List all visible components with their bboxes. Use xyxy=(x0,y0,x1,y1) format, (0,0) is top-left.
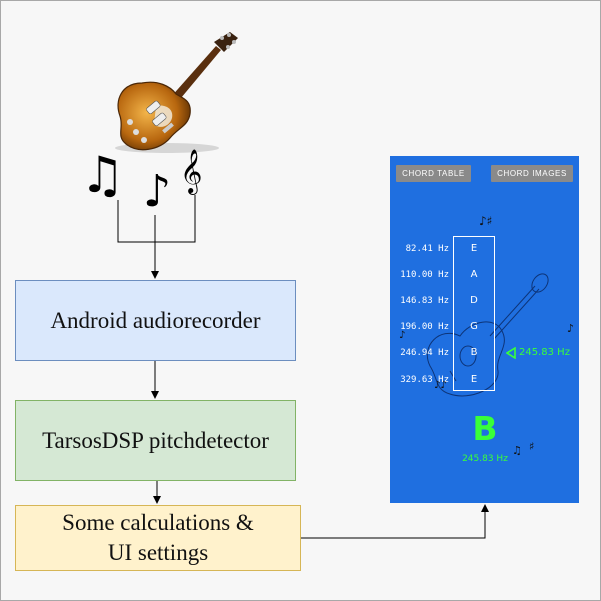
note1-connector xyxy=(117,195,196,243)
pitch-pointer-icon xyxy=(506,347,516,359)
string-freq-label: 329.63 Hz xyxy=(400,375,449,385)
string-panel xyxy=(453,236,495,391)
guitar-sketch-icon xyxy=(426,273,549,397)
arrow-calculations-to-app xyxy=(301,504,489,539)
chord-table-button[interactable]: CHORD TABLE xyxy=(396,165,471,182)
eighth-note-icon: ♪ xyxy=(143,166,172,217)
detected-frequency: 245.83 Hz xyxy=(462,454,508,464)
detected-note: B xyxy=(472,409,498,448)
string-freq-label: 246.94 Hz xyxy=(400,348,449,358)
string-note-label: G xyxy=(470,321,478,332)
music-note-icon: ♪♯ xyxy=(479,214,493,228)
string-freq-label: 82.41 Hz xyxy=(405,244,449,254)
android-audiorecorder-box: Android audiorecorder xyxy=(15,280,296,361)
android-audiorecorder-label: Android audiorecorder xyxy=(50,307,261,333)
music-note-icon: ♪♪ xyxy=(434,380,447,391)
music-note-icon: ♪ xyxy=(567,322,575,335)
string-note-label: E xyxy=(470,243,478,254)
tarsosdsp-pitchdetector-box: TarsosDSP pitchdetector xyxy=(15,400,296,481)
music-note-icon: ♫ xyxy=(512,444,522,457)
calculations-label-line2: UI settings xyxy=(107,540,209,565)
string-note-label: B xyxy=(470,347,478,358)
electric-guitar-icon xyxy=(115,32,238,153)
string-note-label: E xyxy=(470,374,478,385)
string-note-label: D xyxy=(470,295,478,306)
tarsosdsp-pitchdetector-label: TarsosDSP pitchdetector xyxy=(42,427,269,453)
chord-images-button[interactable]: CHORD IMAGES xyxy=(491,165,573,182)
string-note-label: A xyxy=(470,269,478,280)
string-freq-label: 146.83 Hz xyxy=(400,296,449,306)
string-freq-label: 196.00 Hz xyxy=(400,322,449,332)
treble-clef-icon: 𝄞 xyxy=(180,149,203,193)
calculations-label-line1: Some calculations & xyxy=(62,510,254,536)
calculations-ui-settings-box: Some calculations & UI settings xyxy=(15,505,301,571)
music-note-icon: ♯ xyxy=(529,440,535,453)
string-freq-label: 110.00 Hz xyxy=(400,270,449,280)
music-note-icon: ♪ xyxy=(399,330,406,341)
tuner-app-screen: CHORD TABLE CHORD IMAGES 82.41 Hz 110.00… xyxy=(390,156,579,503)
current-frequency: 245.83 Hz xyxy=(519,347,570,358)
beamed-eighth-notes-icon: ♫ xyxy=(80,146,125,204)
